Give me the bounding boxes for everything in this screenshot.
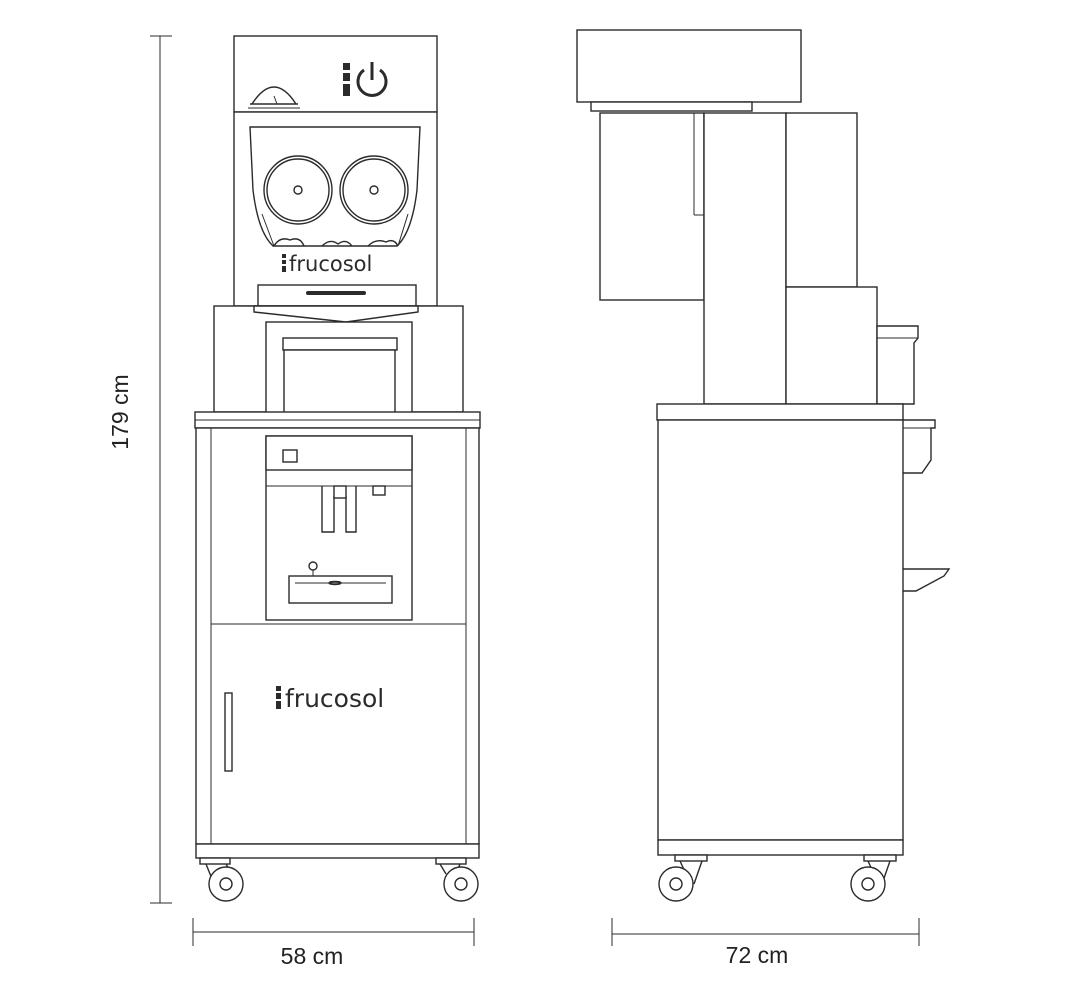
side-view: 72 cm	[576, 29, 951, 968]
height-label: 179 cm	[107, 374, 133, 449]
side-caster-left	[658, 854, 708, 902]
height-dimension: 179 cm	[107, 35, 172, 904]
side-juicer-front	[599, 112, 705, 301]
fruit-row	[273, 238, 399, 247]
juicer-logo-mark-icon	[282, 254, 286, 272]
display-window	[282, 449, 298, 463]
right-cup	[339, 155, 409, 225]
front-width-label: 58 cm	[281, 943, 344, 969]
depth-label: 72 cm	[726, 942, 789, 968]
front-width-dimension: 58 cm	[192, 918, 475, 969]
cabinet-base	[195, 843, 480, 859]
door-handle	[224, 692, 233, 772]
caster-right	[435, 857, 479, 902]
dome	[250, 86, 298, 105]
pulp-container-lid	[282, 337, 398, 351]
cabinet-logo-mark-icon	[276, 686, 281, 709]
cabinet-logo: frucosol	[285, 684, 384, 713]
logo-mark-icon	[343, 63, 350, 96]
sensor	[372, 485, 386, 496]
left-cup	[263, 155, 333, 225]
side-cabinet	[657, 419, 904, 841]
juicer-logo: frucosol	[289, 252, 372, 276]
funnel	[253, 305, 419, 323]
side-top-ledge	[590, 101, 753, 112]
side-column	[703, 112, 787, 405]
drip-tray	[288, 575, 393, 604]
front-view: frucosol	[192, 35, 481, 969]
side-caster-right	[850, 854, 897, 902]
side-shelf	[903, 568, 951, 592]
juicer-base	[257, 284, 417, 307]
power-icon	[356, 62, 388, 97]
side-rear-upper	[785, 112, 858, 288]
tap	[321, 486, 357, 533]
side-cabinet-base	[657, 839, 904, 856]
side-rear-lower	[785, 286, 878, 405]
caster-left	[199, 857, 244, 902]
juicer-cover	[249, 126, 421, 247]
side-top-panel	[576, 29, 802, 103]
juicer-housing	[233, 111, 438, 307]
depth-dimension: 72 cm	[611, 918, 920, 968]
top-panel	[233, 35, 438, 113]
side-counter-top	[656, 403, 904, 421]
